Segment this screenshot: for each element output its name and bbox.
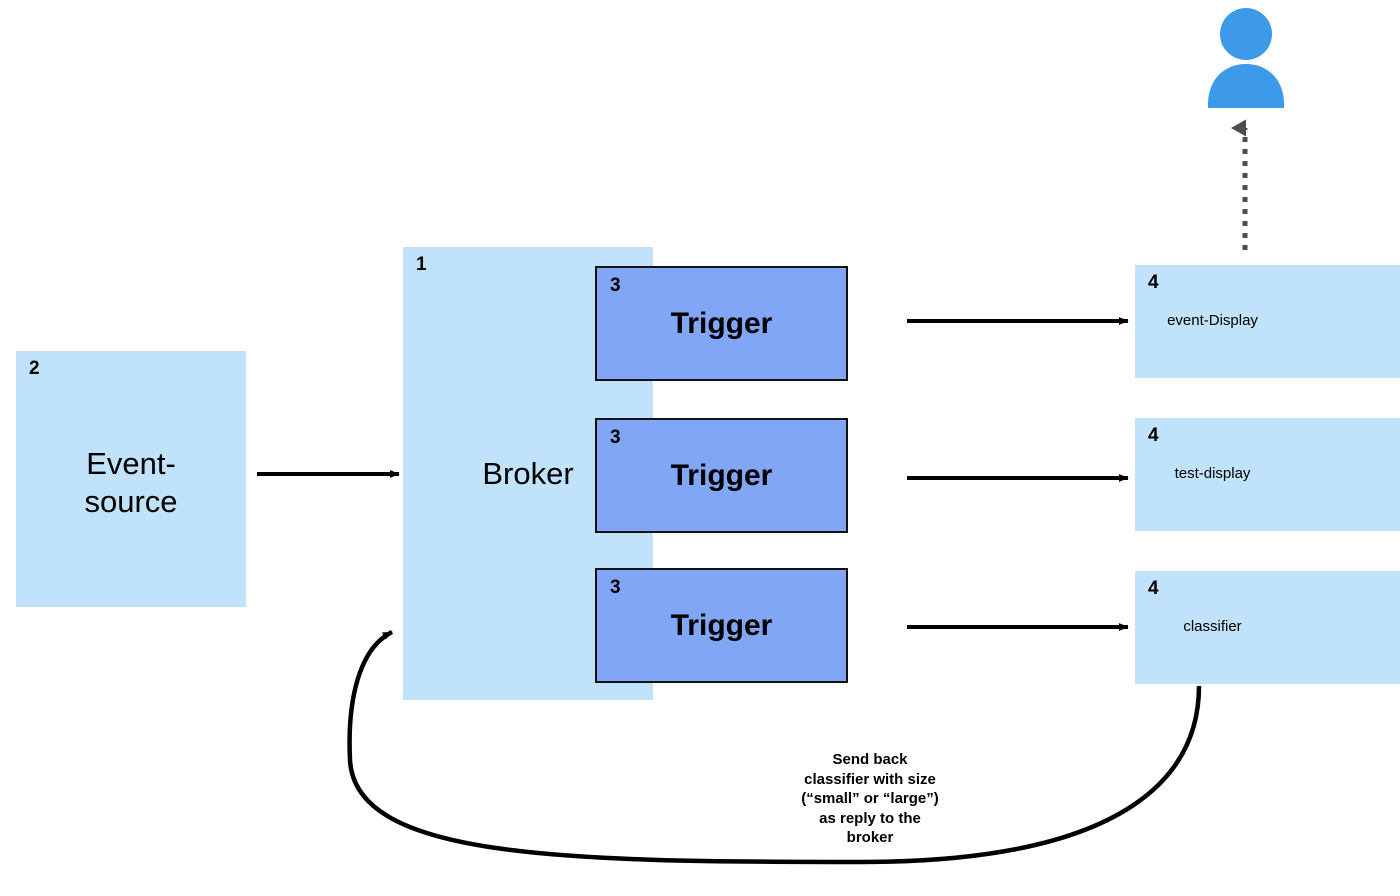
service-box-test-display[interactable]: 4 test-display: [1135, 418, 1400, 531]
broker-label: Broker: [482, 456, 574, 491]
reply-note: Send back classifier with size (“small” …: [801, 751, 939, 846]
service-1-label: event-Display: [1167, 312, 1258, 329]
event-source-label: Event- source: [16, 445, 246, 521]
trigger-box-1[interactable]: 3 Trigger: [595, 266, 848, 381]
service-box-classifier[interactable]: 4 classifier: [1135, 571, 1400, 684]
service-2-number: 4: [1148, 425, 1159, 446]
trigger-1-label: Trigger: [670, 307, 773, 340]
user-icon-svg: [1208, 8, 1284, 108]
service-1-number: 4: [1148, 272, 1159, 293]
service-box-event-display[interactable]: 4 event-Display: [1135, 265, 1400, 378]
event-source-number: 2: [29, 358, 40, 379]
service-3-label: classifier: [1183, 618, 1242, 635]
service-3-number: 4: [1148, 578, 1159, 599]
event-source-label-line1: Event-: [86, 446, 176, 481]
event-source-label-line2: source: [84, 484, 178, 519]
trigger-box-3[interactable]: 3 Trigger: [595, 568, 848, 683]
trigger-2-number: 3: [610, 427, 621, 448]
trigger-3-number: 3: [610, 577, 621, 598]
trigger-1-number: 3: [610, 275, 621, 296]
trigger-3-label: Trigger: [670, 609, 773, 642]
trigger-2-label: Trigger: [670, 459, 773, 492]
broker-number: 1: [416, 254, 427, 275]
event-source-box[interactable]: 2 Event- source: [16, 351, 246, 607]
service-2-label: test-display: [1174, 465, 1251, 482]
trigger-box-2[interactable]: 3 Trigger: [595, 418, 848, 533]
user-icon: [1196, 8, 1296, 108]
